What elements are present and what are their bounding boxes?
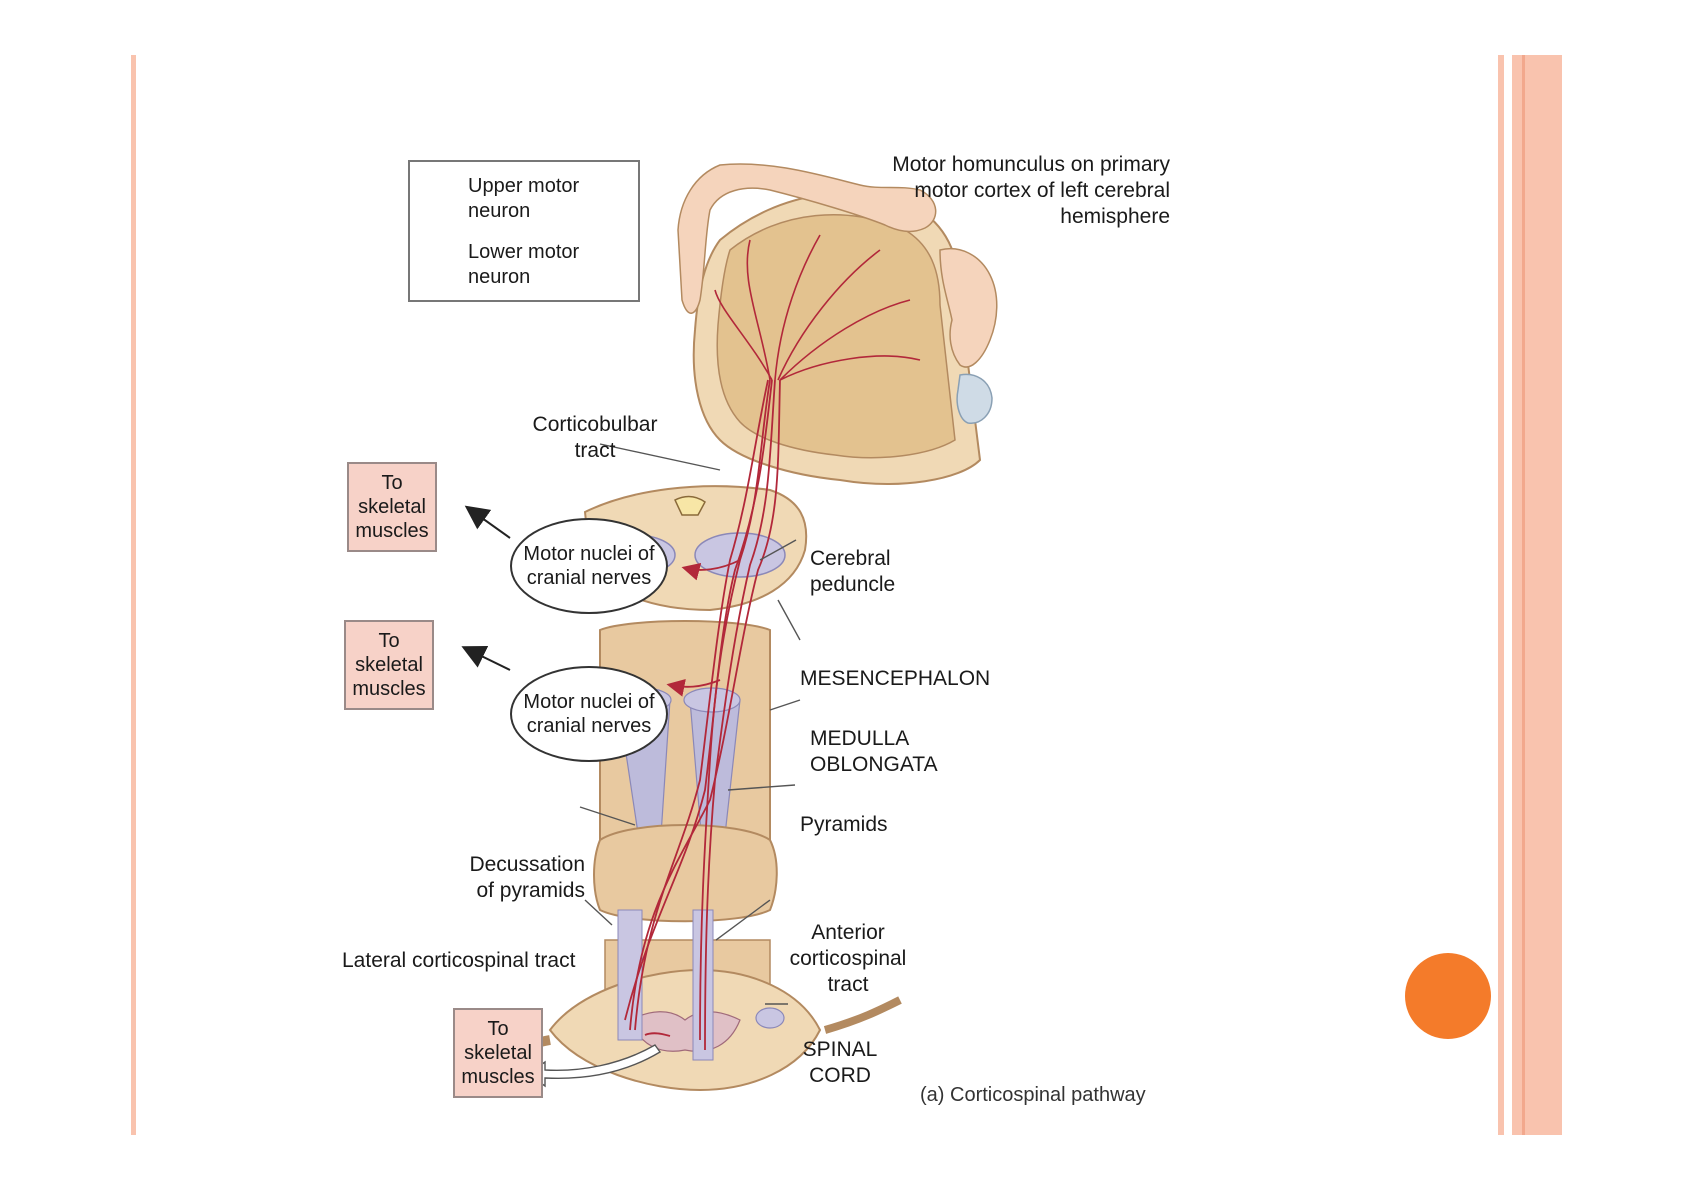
decussation-label: Decussation of pyramids bbox=[469, 853, 585, 902]
medulla-oblongata-label: MEDULLA OBLONGATA bbox=[810, 727, 938, 776]
caption: (a) Corticospinal pathway bbox=[920, 1084, 1146, 1106]
upper-motor-neuron-fibers bbox=[624, 379, 781, 1051]
legend-lower-motor-neuron-label: Lower motor neuron bbox=[468, 241, 580, 288]
to-skeletal-muscles-box-1: To skeletal muscles bbox=[347, 462, 437, 552]
lateral-corticospinal-tract-label: Lateral corticospinal tract bbox=[342, 949, 576, 972]
leader-lines bbox=[579, 443, 801, 1005]
accent-dot bbox=[1405, 953, 1491, 1039]
right-border-stripe-thin bbox=[1498, 55, 1504, 1135]
corticospinal-pathway-diagram: Upper motor neuron Lower motor neuron Mo… bbox=[300, 140, 1280, 1150]
to-skeletal-muscles-box-2: To skeletal muscles bbox=[344, 620, 434, 710]
right-border-stripe-wide bbox=[1512, 55, 1562, 1135]
motor-nuclei-ellipse-2: Motor nuclei of cranial nerves bbox=[510, 666, 668, 762]
anterior-corticospinal-tract-label: Anterior corticospinal tract bbox=[789, 921, 907, 996]
left-border-stripe bbox=[131, 55, 136, 1135]
homunculus-label: Motor homunculus on primary motor cortex… bbox=[892, 153, 1170, 228]
legend: Upper motor neuron Lower motor neuron bbox=[408, 160, 640, 302]
lower-motor-neuron-arrow bbox=[526, 1044, 662, 1088]
cerebral-peduncle-label: Cerebral peduncle bbox=[810, 547, 896, 596]
motor-nuclei-ellipse-1: Motor nuclei of cranial nerves bbox=[510, 518, 668, 614]
efferent-arrows bbox=[461, 505, 511, 671]
mesencephalon-label: MESENCEPHALON bbox=[800, 667, 991, 690]
corticobulbar-tract-label: Corticobulbar tract bbox=[532, 413, 658, 462]
spinal-cord-label: SPINAL CORD bbox=[802, 1038, 878, 1087]
to-skeletal-muscles-box-3: To skeletal muscles bbox=[453, 1008, 543, 1098]
pyramids-label: Pyramids bbox=[800, 813, 888, 836]
legend-upper-motor-neuron-label: Upper motor neuron bbox=[468, 175, 580, 222]
anatomy-drawing bbox=[417, 163, 998, 1092]
right-border-stripe-line bbox=[1522, 55, 1525, 1135]
